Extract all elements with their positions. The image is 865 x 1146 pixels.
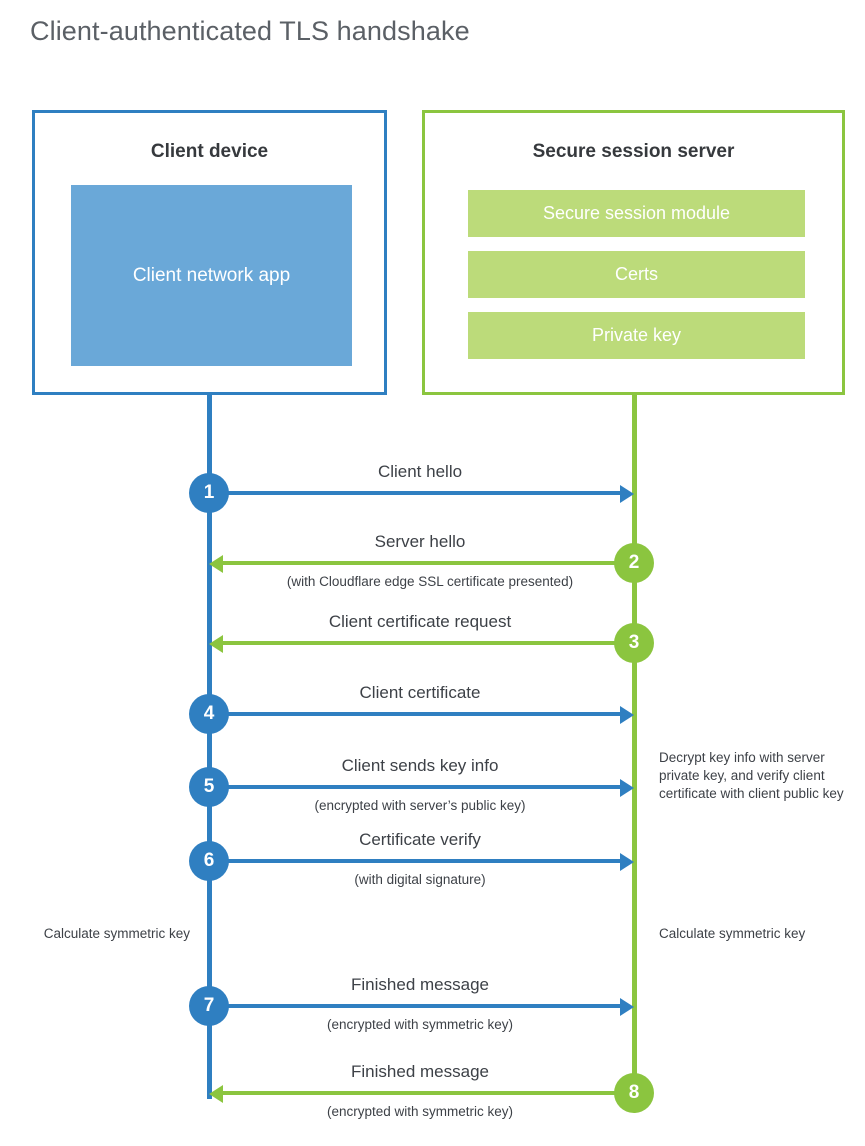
arrow-shaft-1 (209, 491, 623, 495)
message-label-6: Certificate verify (359, 830, 481, 849)
message-sublabel-7: (encrypted with symmetric key) (326, 1017, 514, 1032)
message-label-7: Finished message (351, 975, 489, 994)
message-sublabel-2: (with Cloudflare edge SSL certificate pr… (286, 574, 574, 589)
arrow-head-right-icon (620, 998, 634, 1016)
arrow-shaft-3 (222, 641, 634, 645)
client-network-app: Client network app (71, 185, 352, 366)
arrow-shaft-5 (209, 785, 623, 789)
step-circle-5[interactable]: 5 (189, 767, 229, 807)
server-calculate-symmetric-key-annotation: Calculate symmetric key (659, 926, 806, 941)
arrow-head-right-icon (620, 853, 634, 871)
step-circle-1[interactable]: 1 (189, 473, 229, 513)
message-sublabel-8: (encrypted with symmetric key) (326, 1104, 514, 1119)
arrow-head-right-icon (620, 485, 634, 503)
step-circle-4[interactable]: 4 (189, 694, 229, 734)
message-sublabel-6: (with digital signature) (354, 872, 486, 887)
arrow-head-left-icon (209, 1085, 223, 1103)
server-component-private-key: Private key (468, 312, 805, 359)
message-label-4: Client certificate (359, 683, 481, 702)
step-circle-6[interactable]: 6 (189, 841, 229, 881)
arrow-shaft-2 (222, 561, 634, 565)
server-component-list: Secure session module Certs Private key (468, 190, 805, 373)
client-device-box: Client device Client network app (32, 110, 387, 395)
arrow-head-right-icon (620, 706, 634, 724)
step-circle-2[interactable]: 2 (614, 543, 654, 583)
step-circle-8[interactable]: 8 (614, 1073, 654, 1113)
client-lifeline (207, 394, 212, 1099)
server-lifeline (632, 394, 637, 1094)
arrow-head-left-icon (209, 555, 223, 573)
arrow-shaft-8 (222, 1091, 634, 1095)
message-label-8: Finished message (351, 1062, 489, 1081)
message-label-3: Client certificate request (328, 612, 512, 631)
arrow-head-right-icon (620, 779, 634, 797)
message-label-2: Server hello (374, 532, 466, 551)
step-circle-3[interactable]: 3 (614, 623, 654, 663)
server-component-secure-session-module: Secure session module (468, 190, 805, 237)
arrow-shaft-6 (209, 859, 623, 863)
message-label-5: Client sends key info (341, 756, 499, 775)
client-calculate-symmetric-key-annotation: Calculate symmetric key (43, 926, 190, 941)
arrow-shaft-7 (209, 1004, 623, 1008)
secure-session-server-title: Secure session server (532, 141, 735, 162)
step-circle-7[interactable]: 7 (189, 986, 229, 1026)
message-label-1: Client hello (377, 462, 463, 481)
server-component-certs: Certs (468, 251, 805, 298)
page-title: Client-authenticated TLS handshake (30, 16, 470, 46)
arrow-head-left-icon (209, 635, 223, 653)
server-decrypt-annotation: Decrypt key info with server private key… (659, 750, 844, 801)
client-device-title: Client device (150, 141, 269, 162)
arrow-shaft-4 (209, 712, 623, 716)
secure-session-server-box: Secure session server Secure session mod… (422, 110, 845, 395)
message-sublabel-5: (encrypted with server’s public key) (314, 798, 526, 813)
